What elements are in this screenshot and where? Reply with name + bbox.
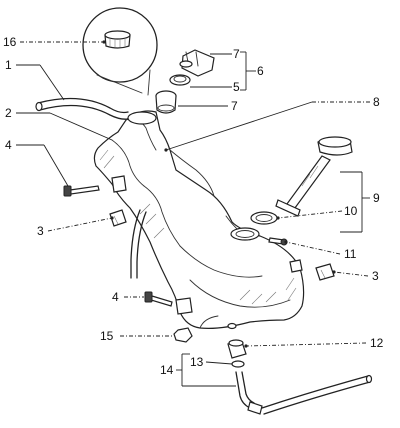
- leader-dots: [102, 40, 336, 348]
- callout-labels: 16 1 2 4 3 7 5 6 7 8 9 10 11 3 4 15 12 1…: [3, 35, 384, 377]
- callout-10: 10: [344, 204, 358, 218]
- part-filler-cap: [179, 49, 215, 77]
- part-drain-pipe: [130, 209, 147, 279]
- callout-14: 14: [160, 363, 174, 377]
- callout-13: 13: [190, 355, 204, 369]
- part-4-bolt-lower: [144, 291, 173, 307]
- part-3-rubber-mount-left: [109, 209, 127, 227]
- callout-8: 8: [373, 95, 380, 109]
- leader-lines: [16, 41, 370, 387]
- detail-circle: [82, 7, 158, 96]
- callout-3-left: 3: [37, 224, 44, 238]
- callout-1: 1: [5, 58, 12, 72]
- part-10-gasket: [250, 211, 278, 225]
- part-15-nut: [173, 327, 193, 343]
- part-4-bolt-upper: [63, 185, 100, 197]
- part-14-fuel-pipe: [235, 371, 263, 415]
- callout-5: 5: [233, 80, 240, 94]
- callout-15: 15: [100, 329, 114, 343]
- callout-7-lower: 7: [231, 99, 238, 113]
- callout-2: 2: [5, 106, 12, 120]
- callout-11: 11: [344, 247, 357, 261]
- callout-4-upper: 4: [5, 138, 12, 152]
- part-1-breather-hose: [35, 97, 129, 120]
- callout-7-top: 7: [233, 47, 240, 61]
- callout-12: 12: [370, 336, 384, 350]
- callout-16: 16: [3, 35, 17, 49]
- part-9-fuel-level-sender: [275, 136, 353, 217]
- part-13-washer: [231, 360, 245, 368]
- part-2-fuel-tank: [93, 110, 305, 330]
- part-12-fuel-tap: [227, 339, 247, 359]
- part-cap-ring: [169, 74, 191, 86]
- part-16-cap-seal: [104, 30, 131, 49]
- part-3-rubber-mount-right: [315, 263, 335, 281]
- callout-3-right: 3: [372, 269, 379, 283]
- part-filler-neck: [155, 90, 177, 114]
- callout-4-lower: 4: [112, 290, 119, 304]
- callout-6: 6: [257, 64, 264, 78]
- part-fuel-hose: [261, 374, 373, 415]
- callout-9: 9: [373, 191, 380, 205]
